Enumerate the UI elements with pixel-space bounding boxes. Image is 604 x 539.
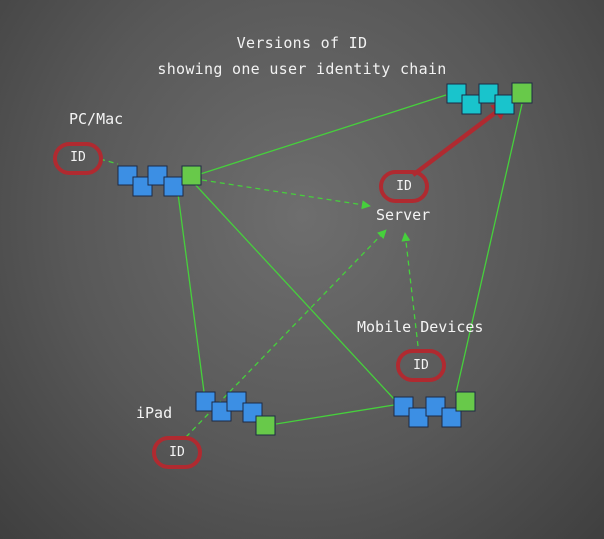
pc-version-block: [132, 176, 153, 197]
dashed-arrow-pc-server: [201, 179, 371, 210]
pc-id-badge: ID: [70, 150, 86, 165]
cloud-version-block: [446, 83, 467, 104]
dashed-line-pc-id: [99, 158, 119, 165]
cloud-version-block: [494, 94, 515, 115]
mobile-version-block-current: [455, 391, 476, 412]
mobile-version-blocks: [393, 391, 476, 428]
cloud-version-block-current: [511, 82, 533, 104]
server-id-badge: ID: [396, 179, 412, 194]
sync-line-pc-mobile: [190, 179, 395, 400]
ipad-label: iPad: [136, 404, 173, 422]
pc-version-block: [117, 165, 138, 186]
server-to-cloud-arrow: [411, 101, 510, 177]
sync-lines: [176, 94, 523, 425]
mobile-id-badge: ID: [413, 358, 429, 373]
dashed-arrow-mobile-server: [401, 232, 419, 347]
ipad-version-block-current: [255, 415, 276, 436]
sync-line-mobile-cloud: [455, 103, 523, 394]
pc-version-block: [147, 165, 168, 186]
title-line-1: Versions of ID: [236, 34, 368, 52]
pc-version-block-current: [181, 165, 202, 186]
ipad-version-block: [226, 391, 247, 412]
mobile-id-ring: [396, 349, 446, 382]
server-label: Server: [376, 206, 431, 224]
title-line-2: showing one user identity chain: [157, 60, 447, 78]
mobile-version-block: [441, 407, 462, 428]
pc-version-blocks: [117, 165, 202, 197]
server-sync-arrows: [99, 158, 419, 438]
ipad-id-ring: [152, 436, 202, 469]
pc-version-block: [163, 176, 184, 197]
id-badge-rings: [53, 142, 446, 469]
cloud-version-block: [478, 83, 499, 104]
sync-line-pc-ipad: [176, 185, 205, 393]
mobile-version-block: [393, 396, 414, 417]
mobile-version-block: [425, 396, 446, 417]
sync-line-pc-cloud: [190, 94, 447, 178]
mobile-devices-label: Mobile Devices: [357, 318, 484, 336]
pc-id-ring: [53, 142, 103, 175]
ipad-version-blocks: [195, 391, 276, 436]
pc-mac-label: PC/Mac: [69, 110, 124, 128]
sync-line-ipad-mobile: [275, 404, 395, 425]
server-id-ring: [379, 170, 429, 203]
ipad-id-badge: ID: [169, 445, 185, 460]
cloud-version-blocks: [446, 82, 533, 115]
mobile-version-block: [408, 407, 429, 428]
cloud-version-block: [461, 94, 482, 115]
